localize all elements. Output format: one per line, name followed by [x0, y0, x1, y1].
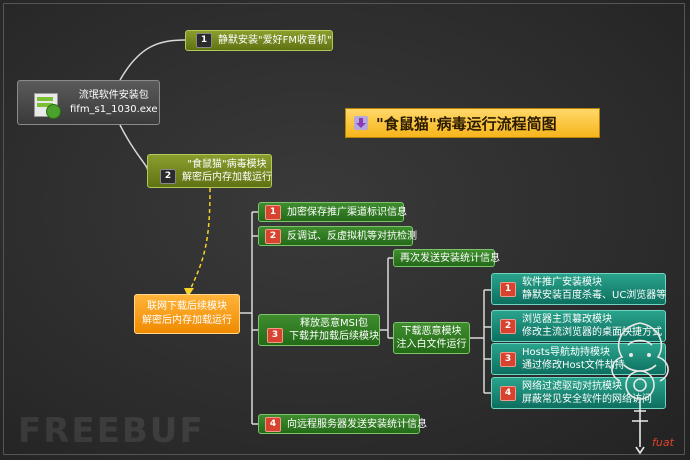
step2-virus-module: 2 "食鼠猫"病毒模块 解密后内存加载运行 [147, 154, 272, 188]
step2-badge: 2 [160, 169, 176, 184]
module3-line1: Hosts导航劫持模块 [522, 347, 610, 358]
connector-download-branches [484, 289, 491, 394]
loader-line2: 解密后内存加载运行 [142, 315, 232, 326]
module4-network-filter: 4 网络过滤驱动对抗模块 屏蔽常见安全软件的网络访问 [491, 377, 666, 409]
branch1-save-channel: 1 加密保存推广渠道标识信息 [258, 202, 407, 222]
branch2-badge: 2 [265, 228, 281, 244]
down-arrow-icon [354, 116, 368, 130]
branch4-badge: 4 [265, 416, 281, 432]
branch4-send-stats: 4 向远程服务器发送安装统计信息 [258, 414, 427, 434]
module3-hosts-hijack: 3 Hosts导航劫持模块 通过修改Host文件劫持 [491, 343, 666, 375]
dragon-logo-icon [611, 322, 669, 455]
branch2-label: 反调试、反虚拟机等对抗检测 [287, 230, 417, 242]
module4-badge: 4 [500, 385, 516, 401]
module1-badge: 1 [500, 281, 516, 297]
connector-source-step1 [119, 39, 186, 81]
branch3-line1: 释放恶意MSI包 [300, 318, 368, 329]
module4-line2: 屏蔽常见安全软件的网络访问 [522, 394, 652, 405]
connector-source-step2 [119, 124, 149, 171]
branch3-release-msi: 3 释放恶意MSI包 下载并加载后续模块 [258, 314, 380, 346]
download-line1: 下载恶意模块 [401, 326, 462, 337]
download-line2: 注入白文件运行 [396, 339, 467, 350]
download-loader-node: 联网下载后续模块 解密后内存加载运行 [134, 294, 240, 334]
module2-homepage-tamper: 2 浏览器主页篡改模块 修改主流浏览器的桌面快捷方式 [491, 310, 666, 342]
branch3-badge: 3 [267, 328, 283, 343]
step1-silent-install: 1 静默安装"爱好FM收音机" [185, 30, 333, 51]
freebuf-watermark: FREEBUF [18, 411, 205, 451]
step2-line2: 解密后内存加载运行 [182, 172, 272, 183]
frame-border [3, 3, 685, 455]
author-signature: fuat [652, 436, 674, 449]
dashed-arrowhead [184, 288, 194, 297]
module4-line1: 网络过滤驱动对抗模块 [522, 381, 622, 392]
loader-line1: 联网下载后续模块 [147, 301, 227, 312]
source-filename: fifm_s1_1030.exe [70, 103, 158, 115]
source-package-node: 流氓软件安装包 fifm_s1_1030.exe [17, 80, 160, 125]
diagram-title: "食鼠猫"病毒运行流程简图 [376, 114, 557, 133]
step1-label: 静默安装"爱好FM收音机" [218, 35, 332, 46]
msi-download-inject: 下载恶意模块 注入白文件运行 [393, 322, 470, 354]
branch1-badge: 1 [265, 204, 281, 220]
module1-software-promo: 1 软件推广安装模块 静默安装百度杀毒、UC浏览器等 [491, 273, 666, 305]
branch1-label: 加密保存推广渠道标识信息 [287, 206, 407, 218]
module2-badge: 2 [500, 318, 516, 334]
module2-line2: 修改主流浏览器的桌面快捷方式 [522, 327, 662, 338]
branch4-label: 向远程服务器发送安装统计信息 [287, 418, 427, 430]
module2-line1: 浏览器主页篡改模块 [522, 314, 612, 325]
dashed-connector-step2-loader [189, 187, 211, 291]
source-title: 流氓软件安装包 [78, 89, 149, 101]
module3-line2: 通过修改Host文件劫持 [522, 360, 625, 371]
branch2-anti-debug: 2 反调试、反虚拟机等对抗检测 [258, 226, 417, 246]
diagram-title-box: "食鼠猫"病毒运行流程简图 [345, 108, 600, 138]
branch3-line2: 下载并加载后续模块 [289, 331, 379, 342]
module3-badge: 3 [500, 351, 516, 367]
connector-msi-branches [388, 257, 393, 339]
module1-line1: 软件推广安装模块 [522, 277, 602, 288]
step1-badge: 1 [196, 33, 212, 48]
package-icon [34, 89, 61, 119]
msi-resend-stats: 再次发送安装统计信息 [393, 249, 500, 267]
connector-hub-branches [252, 211, 258, 425]
msi-resend-stats-label: 再次发送安装统计信息 [400, 252, 500, 264]
module1-line2: 静默安装百度杀毒、UC浏览器等 [522, 290, 667, 301]
step2-line1: "食鼠猫"病毒模块 [187, 159, 267, 170]
